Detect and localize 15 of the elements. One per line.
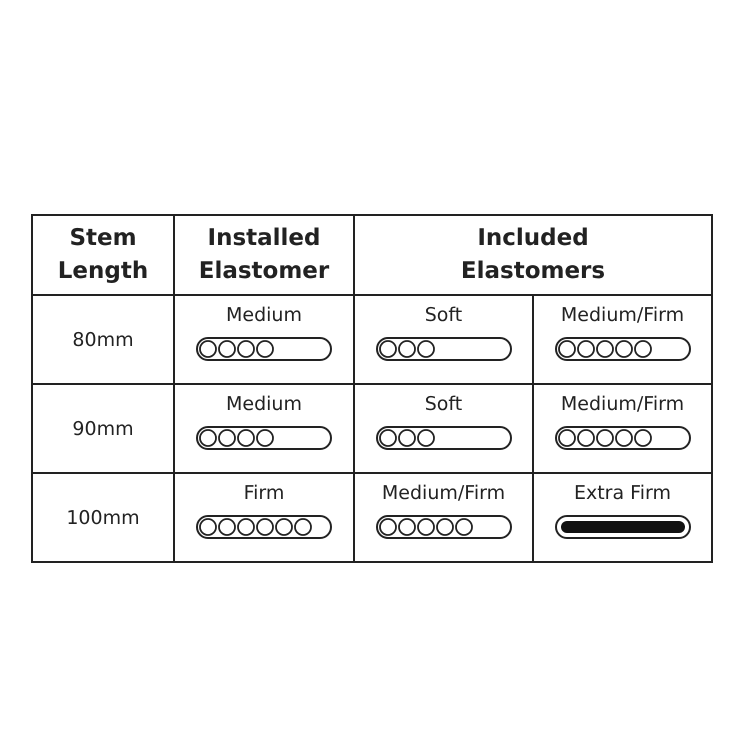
- cell-text: Firm: [244, 482, 284, 504]
- row-header: 90mm: [72, 418, 134, 440]
- cell-text: Medium: [226, 304, 302, 326]
- row-header: 80mm: [72, 328, 134, 350]
- cell-text: Soft: [424, 304, 462, 326]
- column-header: Installed Elastomer: [198, 224, 330, 286]
- cell-text: Medium/Firm: [382, 482, 506, 504]
- column-header: Stem Length: [56, 224, 150, 286]
- column-header: Included Elastomers: [460, 224, 606, 286]
- cell-text: Medium/Firm: [560, 393, 684, 415]
- cell-text: Medium: [226, 393, 302, 415]
- row-header: 100mm: [66, 506, 140, 528]
- cell-text: Medium/Firm: [560, 304, 684, 326]
- cell-text: Soft: [424, 393, 462, 415]
- cell-text: Extra Firm: [574, 482, 671, 504]
